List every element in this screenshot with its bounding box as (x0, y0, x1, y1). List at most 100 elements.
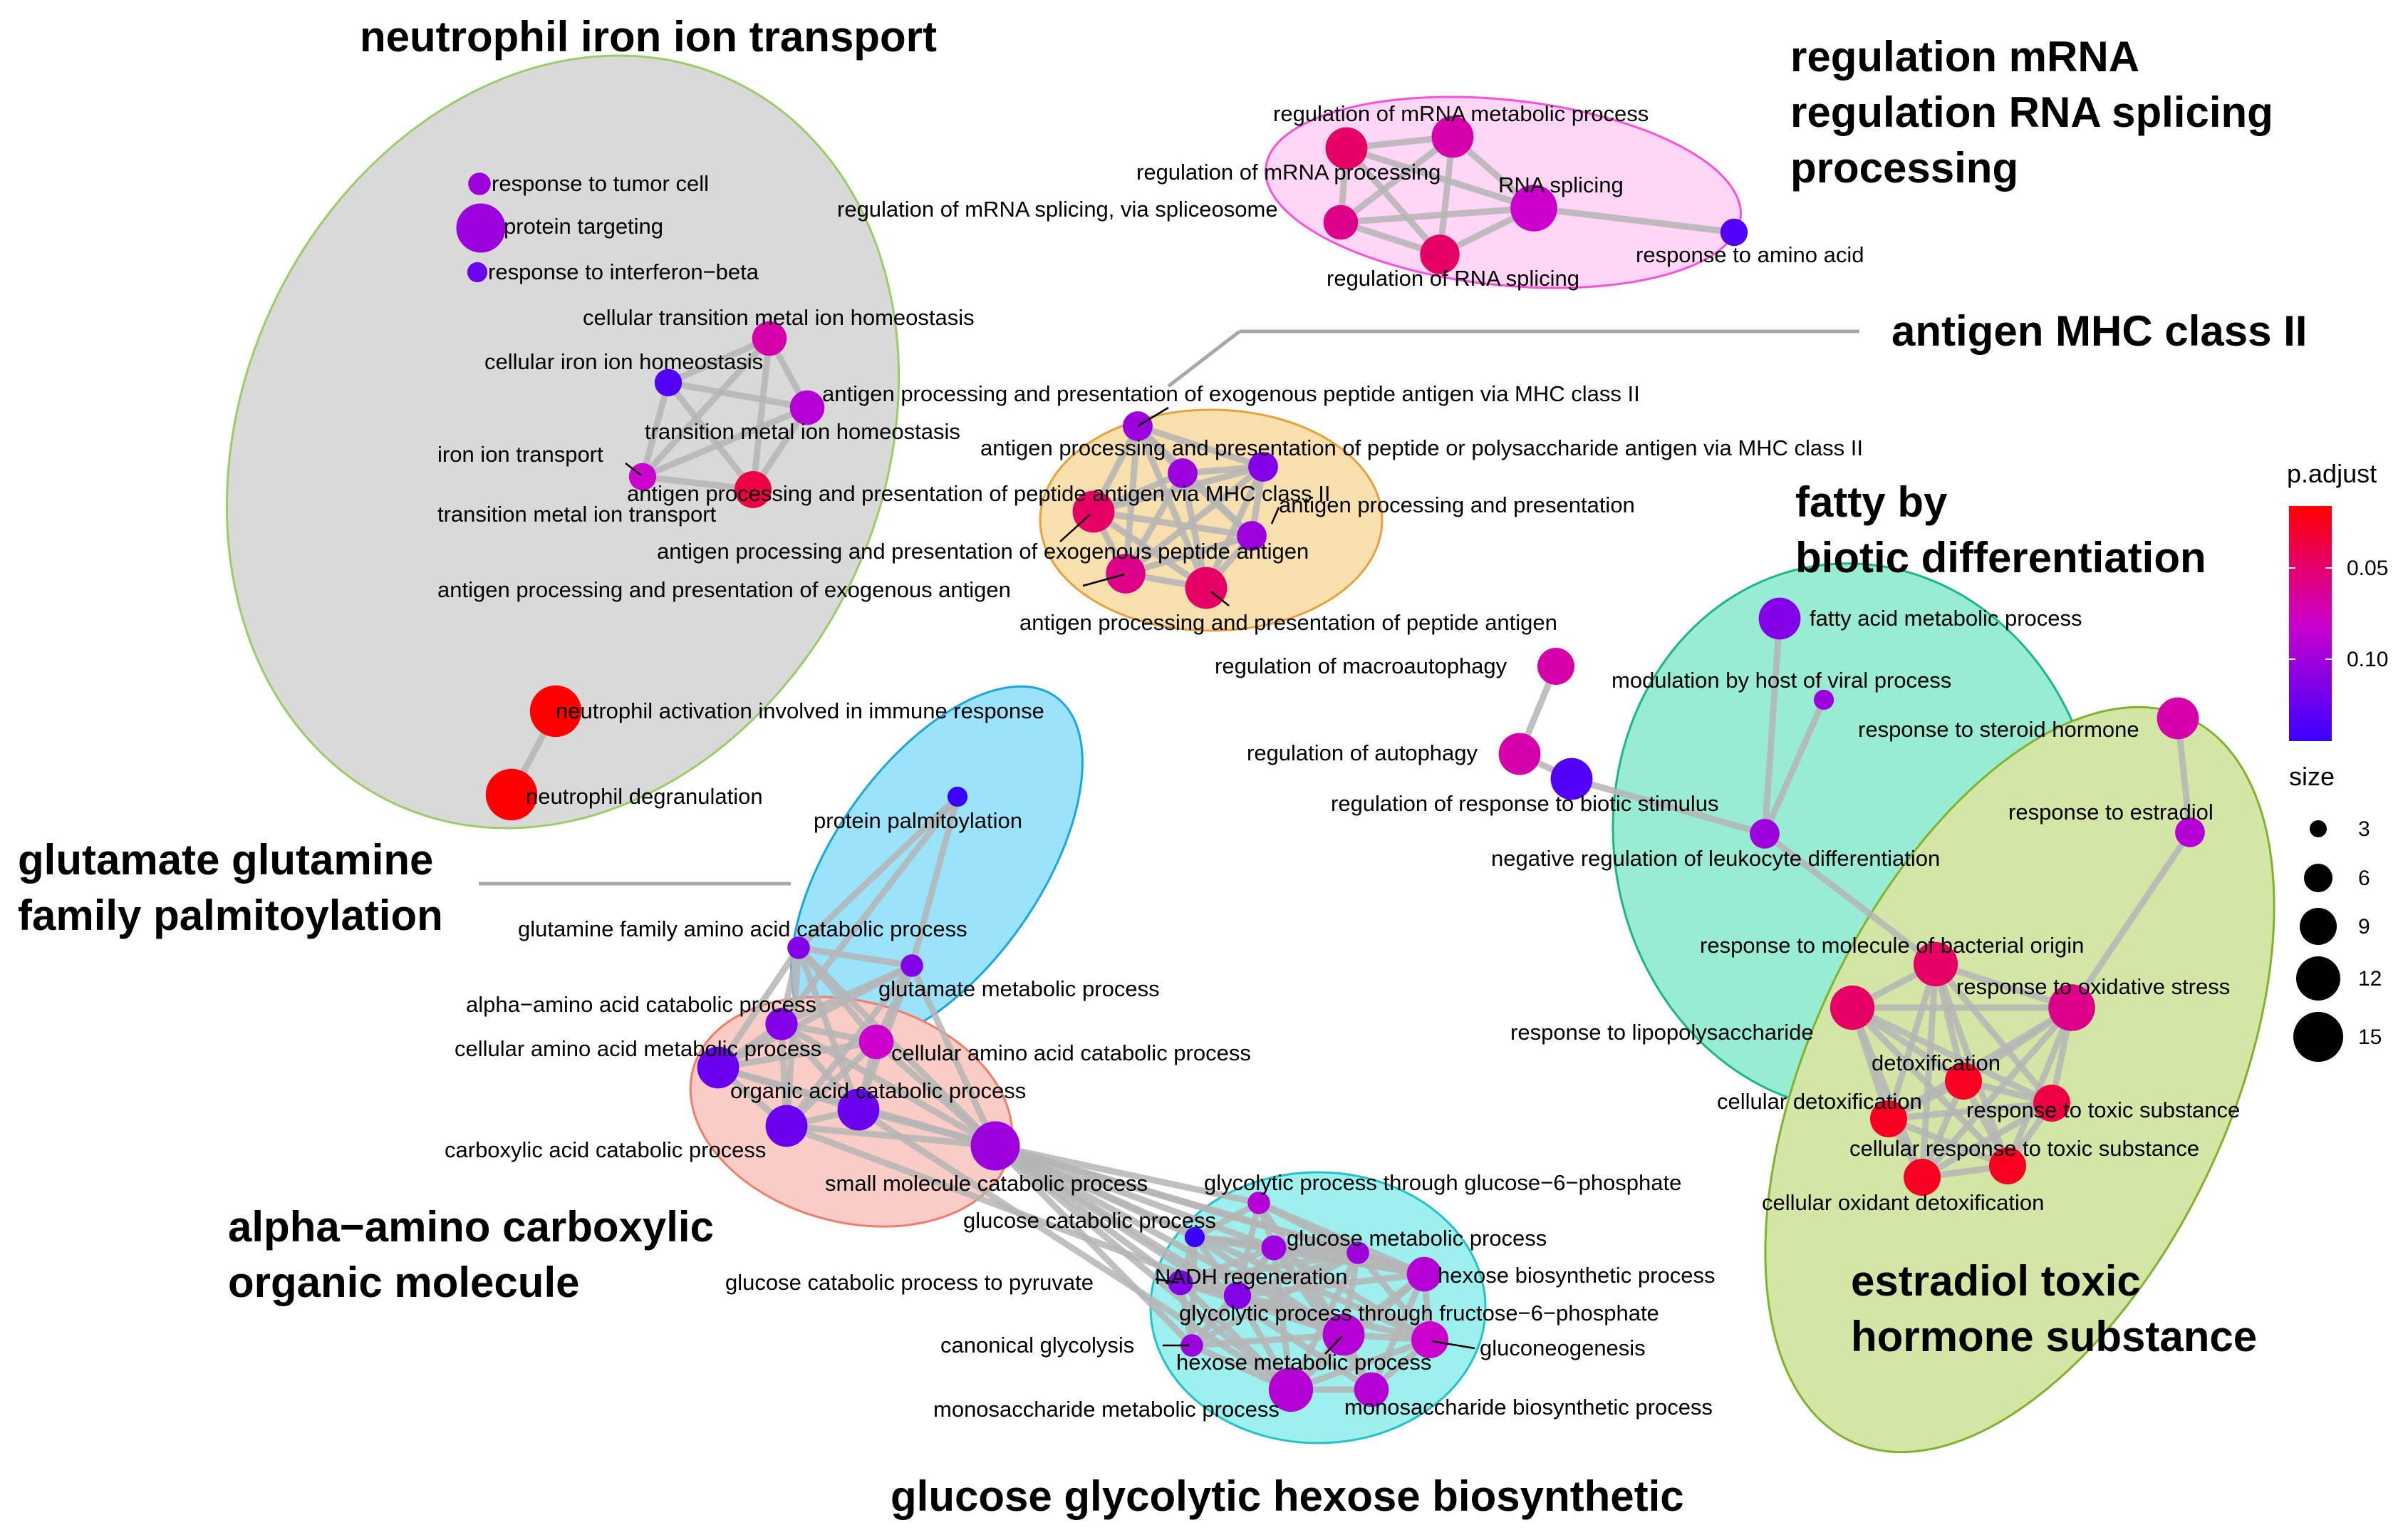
edge (1932, 961, 2055, 1107)
node-label: response to steroid hormone (1858, 717, 2139, 742)
node-rmmp (1431, 115, 1474, 158)
size-tick-label: 6 (2358, 867, 2370, 890)
edge (639, 335, 773, 480)
edge (1849, 1004, 2011, 1169)
edge (2068, 829, 2194, 1011)
edge (1343, 145, 1443, 258)
node-label: glucose catabolic process to pyruvate (725, 1270, 1094, 1295)
node-label: antigen processing and presentation of p… (980, 435, 1863, 460)
node-label: NADH regeneration (1155, 1264, 1348, 1289)
node-ifnb (467, 262, 488, 283)
edge (1885, 961, 1939, 1122)
edge (1134, 423, 1210, 591)
node-gpf6p (1346, 1241, 1369, 1264)
edge (908, 793, 961, 969)
node-label: cellular oxidant detoxification (1762, 1190, 2044, 1215)
node-label: transition metal ion transport (437, 502, 717, 527)
node-rsh (2157, 697, 2199, 740)
cluster-title-mhc: antigen MHC class II (1891, 307, 2307, 355)
node-label: regulation of macroautophagy (1215, 653, 1507, 678)
edge (992, 1142, 1262, 1206)
node-tumor (468, 172, 491, 195)
label-pointer (1082, 573, 1125, 587)
edge (1287, 1336, 1433, 1393)
label-layer: response to tumor cell protein targeting… (437, 101, 2240, 1422)
node-gmp (901, 954, 923, 977)
edge (1234, 1199, 1262, 1299)
node-rmp (1325, 127, 1368, 170)
edge (1188, 1249, 1361, 1349)
size-key-circle (2296, 956, 2340, 1001)
edge (665, 335, 773, 386)
node-caacp (858, 1024, 894, 1060)
node-label: cellular transition metal ion homeostasi… (583, 305, 975, 330)
cluster-ellipse-neutrophil (225, 54, 901, 829)
node-label: antigen processing and presentation of p… (1019, 610, 1557, 635)
edge (1234, 1249, 1361, 1299)
node-detox (1945, 1063, 1982, 1100)
node-label: cellular amino acid catabolic process (891, 1040, 1251, 1065)
edge (1849, 1004, 2055, 1107)
node-crts (1989, 1147, 2026, 1184)
node-appa (1185, 567, 1228, 609)
node-label: hexose biosynthetic process (1438, 1263, 1715, 1288)
size-tick-label: 3 (2358, 817, 2370, 841)
edge (1849, 1004, 1926, 1181)
edge (639, 379, 672, 480)
node-caamp (697, 1046, 739, 1089)
node-gcpp (1168, 1270, 1193, 1296)
edge (749, 335, 773, 493)
edge (715, 1038, 880, 1071)
node-rauto (1498, 733, 1541, 775)
node-ciih (654, 368, 683, 397)
edge (1177, 1279, 1294, 1393)
node-nrld (1750, 819, 1780, 849)
node-label: glutamine family amino acid catabolic pr… (518, 916, 967, 941)
edge (1354, 1249, 1433, 1343)
node-label: fatty acid metabolic process (1810, 606, 2082, 631)
node-label: glucose catabolic process (963, 1208, 1216, 1233)
label-pointer (625, 462, 642, 476)
node-nadh (1223, 1281, 1252, 1310)
node-ppalm (947, 786, 968, 807)
node-label: modulation by host of viral process (1612, 668, 1951, 693)
node-mhvp (1813, 689, 1834, 710)
node-label: monosaccharide metabolic process (933, 1397, 1280, 1422)
leader-line-mhc (1167, 330, 1241, 388)
node-nact (529, 685, 582, 738)
size-key-circle (2300, 908, 2337, 945)
edge (1761, 696, 1827, 837)
legend-color-title: p.adjust (2287, 459, 2377, 488)
node-rrs (1420, 234, 1460, 274)
label-pointer (1059, 514, 1091, 542)
node-label: alpha−amino acid catabolic process (466, 992, 816, 1017)
node-raa (1720, 218, 1748, 247)
label-pointer (1210, 591, 1230, 606)
node-label: regulation of RNA splicing (1327, 266, 1579, 291)
node-label: regulation of mRNA processing (1136, 160, 1441, 185)
node-label: RNA splicing (1498, 172, 1624, 197)
node-label: regulation of response to biotic stimulu… (1331, 791, 1719, 816)
node-ros (2048, 984, 2095, 1031)
node-cacp (765, 1105, 808, 1147)
node-label: glycolytic process through glucose−6−pho… (1204, 1170, 1681, 1195)
node-cgly (1180, 1334, 1203, 1357)
edge (992, 1142, 1294, 1393)
edge (1885, 1115, 2011, 1169)
node-rmbo (1913, 941, 1958, 987)
node-rts (2033, 1085, 2070, 1122)
edge (1919, 1100, 2055, 1181)
node-label: gluconeogenesis (1480, 1335, 1646, 1360)
edge (1188, 1331, 1347, 1349)
edge (1919, 961, 1939, 1181)
edge (665, 379, 757, 493)
node-label: regulation of mRNA splicing, via spliceo… (837, 197, 1278, 222)
edge (1191, 1199, 1262, 1241)
label-pointer (1270, 507, 1280, 524)
node-label: glycolytic process through fructose−6−ph… (1179, 1301, 1659, 1325)
size-tick-label: 9 (2358, 915, 2370, 939)
node-label: neutrophil degranulation (526, 784, 763, 809)
node-ctmih (752, 321, 787, 356)
